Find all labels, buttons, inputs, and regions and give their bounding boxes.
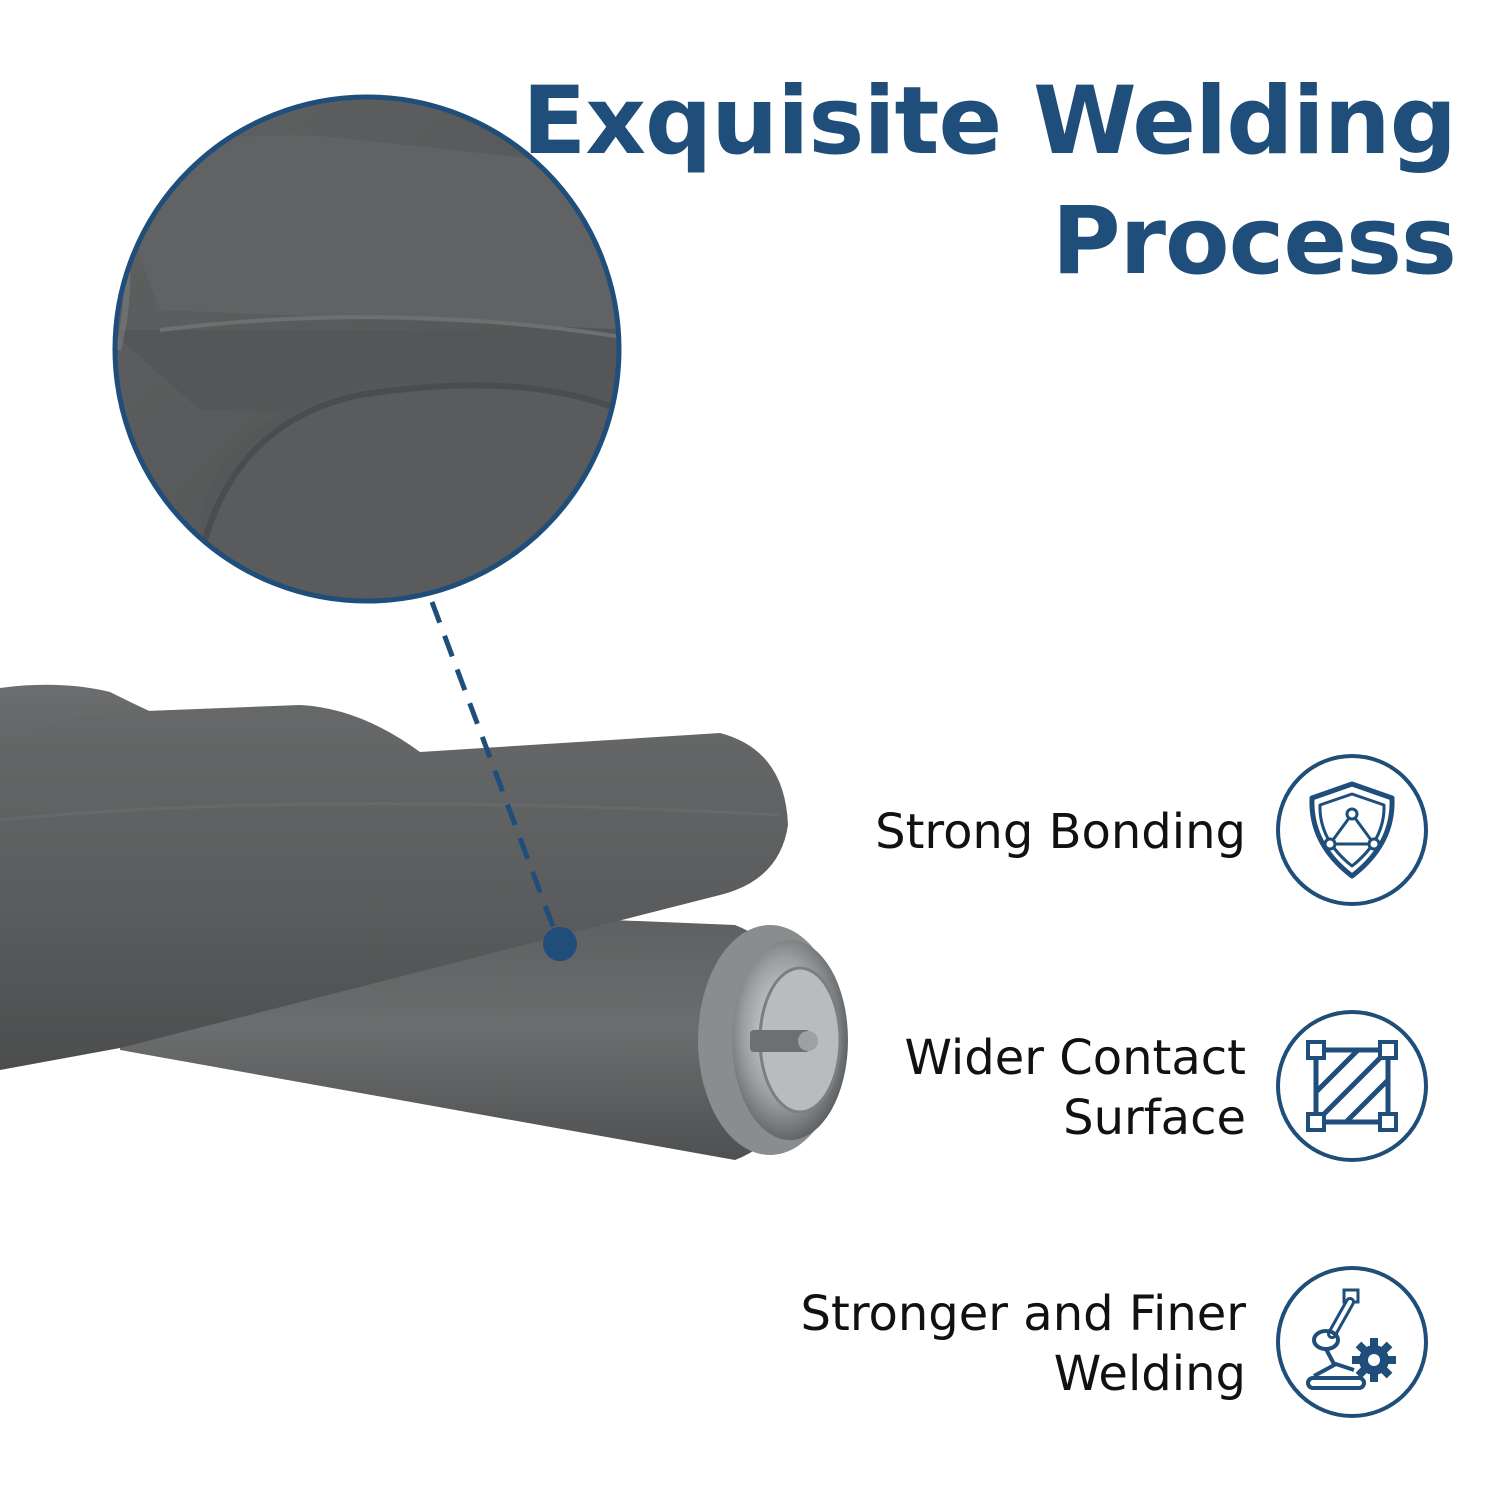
front-tube	[0, 705, 788, 1070]
welding-machine-gear-icon	[1276, 1266, 1428, 1418]
feature-wider-contact-surface: Wider Contact Surface	[730, 1008, 1430, 1168]
feature-strong-bonding: Strong Bonding	[730, 752, 1430, 912]
title-line-2: Process	[1051, 187, 1457, 296]
contact-surface-icon	[1276, 1010, 1428, 1162]
feature-label: Stronger and Finer Welding	[800, 1286, 1246, 1402]
feature-stronger-finer-welding: Stronger and Finer Welding	[730, 1264, 1430, 1424]
end-cap	[698, 925, 848, 1155]
feature-label: Wider Contact Surface	[904, 1030, 1246, 1146]
leader-line	[429, 601, 577, 961]
title-line-1: Exquisite Welding	[522, 67, 1457, 176]
shield-network-icon	[1276, 754, 1428, 906]
feature-label: Strong Bonding	[875, 804, 1246, 860]
page-title: Exquisite Welding Process	[522, 62, 1457, 302]
